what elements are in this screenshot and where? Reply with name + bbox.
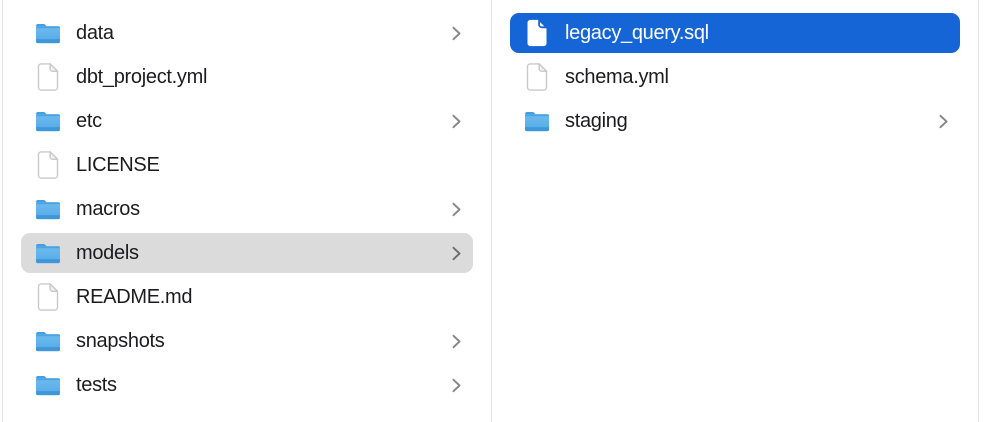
chevron-right-icon <box>452 114 461 128</box>
file-row-readme-md[interactable]: README.md <box>21 277 473 317</box>
folder-row-snapshots[interactable]: snapshots <box>21 321 473 361</box>
item-label: LICENSE <box>76 153 160 176</box>
item-label: models <box>76 241 139 264</box>
folder-icon <box>525 111 549 131</box>
file-row-schema-yml[interactable]: schema.yml <box>510 57 960 97</box>
item-label: snapshots <box>76 329 165 352</box>
document-icon <box>37 151 59 179</box>
column-models-contents: legacy_query.sql schema.yml staging <box>492 0 979 422</box>
folder-icon <box>36 111 60 131</box>
folder-row-macros[interactable]: macros <box>21 189 473 229</box>
column-models-parent: data dbt_project.yml etc <box>2 0 492 422</box>
document-icon <box>37 63 59 91</box>
folder-icon <box>36 199 60 219</box>
item-label: tests <box>76 373 117 396</box>
item-label: schema.yml <box>565 65 669 88</box>
folder-icon <box>36 23 60 43</box>
folder-icon <box>36 375 60 395</box>
item-label: data <box>76 21 114 44</box>
chevron-right-icon <box>452 202 461 216</box>
item-label: macros <box>76 197 140 220</box>
item-label: legacy_query.sql <box>565 21 709 44</box>
chevron-right-icon <box>452 26 461 40</box>
folder-row-tests[interactable]: tests <box>21 365 473 405</box>
chevron-right-icon <box>452 378 461 392</box>
document-icon <box>37 283 59 311</box>
folder-row-staging[interactable]: staging <box>510 101 960 141</box>
folder-row-etc[interactable]: etc <box>21 101 473 141</box>
item-label: staging <box>565 109 628 132</box>
folder-row-data[interactable]: data <box>21 13 473 53</box>
chevron-right-icon <box>452 246 461 260</box>
file-row-license[interactable]: LICENSE <box>21 145 473 185</box>
chevron-right-icon <box>939 114 948 128</box>
item-label: dbt_project.yml <box>76 65 208 88</box>
document-icon <box>527 19 548 47</box>
file-row-dbt-project-yml[interactable]: dbt_project.yml <box>21 57 473 97</box>
item-label: README.md <box>76 285 193 308</box>
folder-icon <box>36 331 60 351</box>
item-label: etc <box>76 109 102 132</box>
file-row-legacy-query-sql[interactable]: legacy_query.sql <box>510 13 960 53</box>
column-edge-sliver <box>979 0 984 422</box>
folder-icon <box>36 243 60 263</box>
chevron-right-icon <box>452 334 461 348</box>
document-icon <box>526 63 548 91</box>
folder-row-models[interactable]: models <box>21 233 473 273</box>
